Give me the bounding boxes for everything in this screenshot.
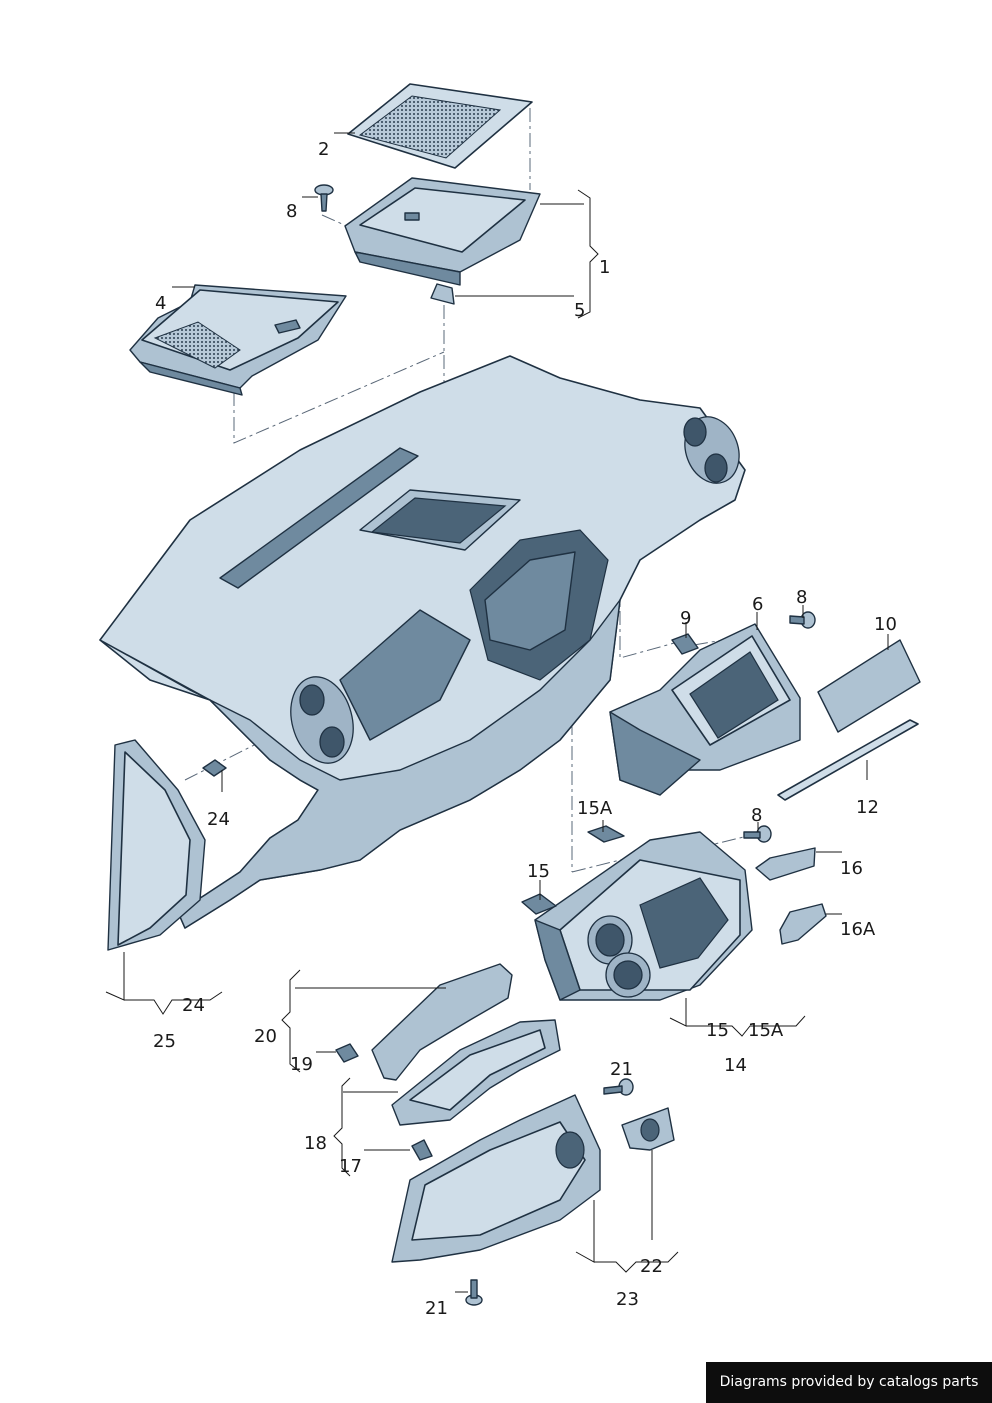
part-22-ignition-ring [621,1107,675,1151]
part-5-clip [430,283,455,305]
callout-2: 2 [318,139,329,160]
callout-12: 12 [856,797,879,818]
callout-15-group: 15 [706,1020,729,1041]
part-8-screw-right [789,611,816,629]
part-24-clip-left [202,759,227,777]
part-16-switch [755,847,816,881]
part-8-screw-top [314,184,334,212]
callout-labels: 2 8 1 5 4 9 6 8 10 12 24 15A 8 15 16 16A… [153,139,897,1319]
callout-19: 19 [290,1054,313,1075]
part-21-screw-upper [603,1078,634,1096]
part-9-clip [671,633,699,655]
callout-5: 5 [574,300,585,321]
part-17-clip [411,1139,433,1161]
callout-8-top: 8 [286,201,297,222]
part-16a-cover [779,903,827,945]
callout-10: 10 [874,614,897,635]
part-20-upper-column-trim [371,963,513,1081]
part-10-panel [817,639,921,733]
callout-8-right: 8 [796,587,807,608]
callout-24-upper: 24 [207,809,230,830]
part-12-trim-strip [777,719,919,801]
part-15a-clip [587,825,625,843]
part-2-speaker-grille-cover [347,83,533,169]
part-4-tray-with-grille [129,284,347,396]
callout-14: 14 [724,1055,747,1076]
part-8-screw-center [743,825,772,843]
part-19-clip [335,1043,359,1063]
part-14-center-vent-bezel [534,831,753,1001]
callout-18: 18 [304,1133,327,1154]
callout-15a-group: 15A [748,1020,784,1041]
callout-20: 20 [254,1026,277,1047]
part-21-screw-lower [465,1279,483,1306]
callout-23: 23 [616,1289,639,1310]
callout-8-center: 8 [751,805,762,826]
callout-1: 1 [599,257,610,278]
part-1-storage-tray [344,177,541,286]
dashboard-main-body [99,355,746,929]
callout-9: 9 [680,608,691,629]
part-23-lower-knee-panel [391,1094,601,1263]
callout-25: 25 [153,1031,176,1052]
callout-21-lower: 21 [425,1298,448,1319]
part-18-lower-column-trim [391,1019,561,1126]
callout-15a: 15A [577,798,613,819]
part-6-center-bezel-frame [609,623,801,796]
callout-17: 17 [339,1156,362,1177]
leader-lines [105,132,889,1293]
callout-24-lower: 24 [182,995,205,1016]
callout-16a: 16A [840,919,876,940]
part-15-clip [521,893,557,915]
callout-6: 6 [752,594,763,615]
callout-16: 16 [840,858,863,879]
callout-15: 15 [527,861,550,882]
credit-banner: Diagrams provided by catalogs parts [706,1362,992,1403]
callout-22: 22 [640,1256,663,1277]
callout-4: 4 [155,293,166,314]
callout-21-upper: 21 [610,1059,633,1080]
part-25-side-end-cover [107,739,206,951]
